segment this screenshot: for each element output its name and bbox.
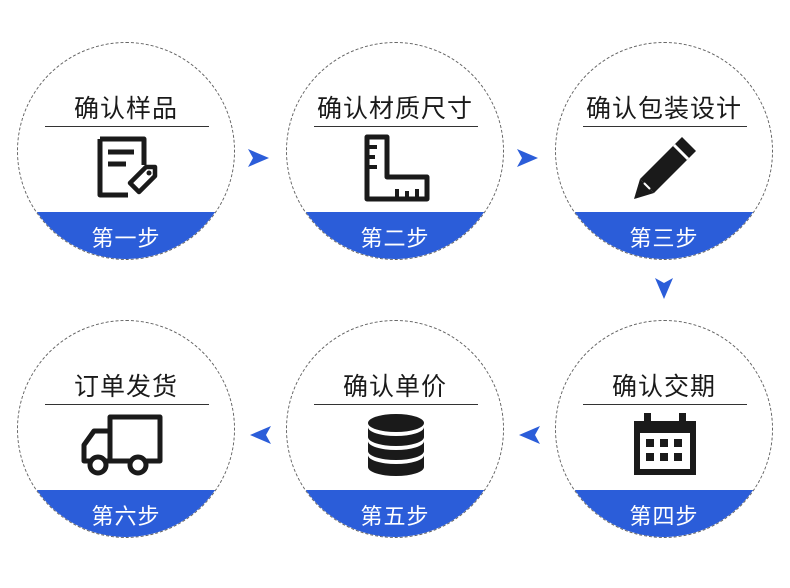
divider — [314, 404, 478, 405]
calendar-icon — [630, 411, 700, 481]
divider — [583, 404, 747, 405]
step-3: 确认包装设计 第三步 — [555, 42, 773, 260]
step-title: 确认样品 — [73, 94, 178, 123]
arrow-right-icon — [514, 145, 540, 171]
step-title: 确认交期 — [611, 372, 716, 401]
step-title: 确认材质尺寸 — [316, 94, 473, 123]
step-band — [556, 490, 772, 537]
arrow-left-icon — [248, 422, 274, 448]
step-6: 订单发货 第六步 — [17, 320, 235, 538]
step-label: 第五步 — [360, 505, 430, 530]
document-tag-icon — [92, 133, 162, 203]
arrow-left-icon — [517, 422, 543, 448]
step-2: 确认材质尺寸 第二步 — [286, 42, 504, 260]
divider — [583, 126, 747, 127]
step-title: 确认单价 — [342, 372, 447, 401]
divider — [45, 126, 209, 127]
ruler-icon — [361, 133, 431, 203]
pencil-icon — [630, 133, 700, 203]
divider — [45, 404, 209, 405]
coin-stack-icon — [361, 411, 431, 481]
step-label: 第四步 — [629, 505, 699, 530]
delivery-truck-icon — [80, 411, 164, 481]
step-5: 确认单价 第五步 — [286, 320, 504, 538]
step-1: 确认样品 第一步 — [17, 42, 235, 260]
divider — [314, 126, 478, 127]
step-title: 订单发货 — [73, 372, 178, 401]
step-band — [287, 490, 503, 537]
step-band — [18, 212, 234, 259]
arrow-down-icon — [651, 275, 677, 301]
step-4: 确认交期 第四步 — [555, 320, 773, 538]
step-title: 确认包装设计 — [585, 94, 742, 123]
step-band — [18, 490, 234, 537]
arrow-right-icon — [245, 145, 271, 171]
step-label: 第二步 — [360, 227, 430, 252]
step-label: 第三步 — [629, 227, 699, 252]
step-label: 第一步 — [91, 227, 161, 252]
step-band — [287, 212, 503, 259]
step-label: 第六步 — [91, 505, 161, 530]
step-band — [556, 212, 772, 259]
